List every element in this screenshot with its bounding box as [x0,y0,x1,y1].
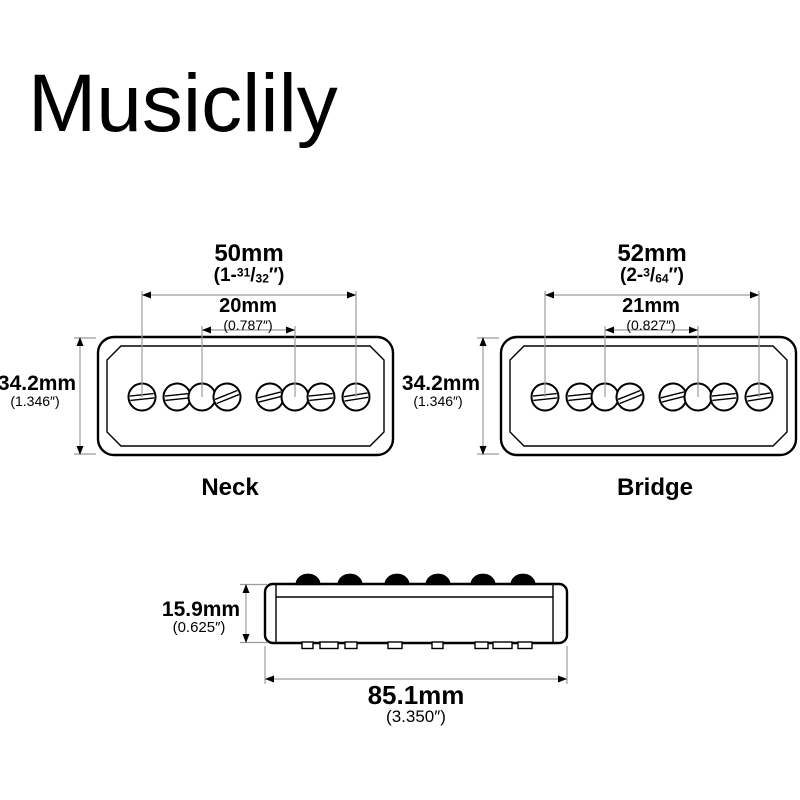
bridge-pole-spread-mm: 52mm [617,240,687,267]
neck-pole-spread-inches: (1-31/32″) [214,266,285,285]
frac-denominator: 64 [655,271,669,286]
frac-close: ″) [268,265,285,286]
neck-height-inches: (1.346″) [10,393,60,409]
bridge-height-mm: 34.2mm [401,372,481,395]
neck-inner-spacing-inches: (0.787″) [223,317,273,333]
pole-screw-heads [295,573,536,586]
frac-open: (2- [620,265,644,286]
neck-label: Neck [201,474,259,501]
bridge-pole-spread-inches: (2-3/64″) [620,266,684,285]
neck-inner-spacing-mm: 20mm [219,295,277,317]
frac-numerator: 3 [643,265,650,280]
side-length-mm: 85.1mm [367,680,465,710]
side-length-inches: (3.350″) [386,707,446,726]
frac-open: (1- [213,265,237,286]
frac-denominator: 32 [255,271,269,286]
bridge-label: Bridge [616,474,694,501]
frac-close: ″) [668,265,684,286]
side-length-dimension [264,646,568,684]
neck-height-mm: 34.2mm [0,372,77,395]
side-height-dimension [240,583,268,644]
frac-numerator: 31 [236,265,251,280]
frac-slash: / [250,265,256,286]
bridge-height-inches: (1.346″) [413,393,463,409]
neck-pole-spread-mm: 50mm [214,240,284,267]
side-height-mm: 15.9mm [161,598,241,621]
frac-slash: / [649,265,656,286]
brand-logo: Musiclily [28,58,338,149]
bridge-inner-spacing-mm: 21mm [622,295,680,317]
side-height-inches: (0.625″) [172,619,226,636]
bridge-inner-spacing-inches: (0.827″) [626,317,676,333]
screw-bottom-tabs [301,641,533,650]
side-view-drawing [240,573,569,684]
